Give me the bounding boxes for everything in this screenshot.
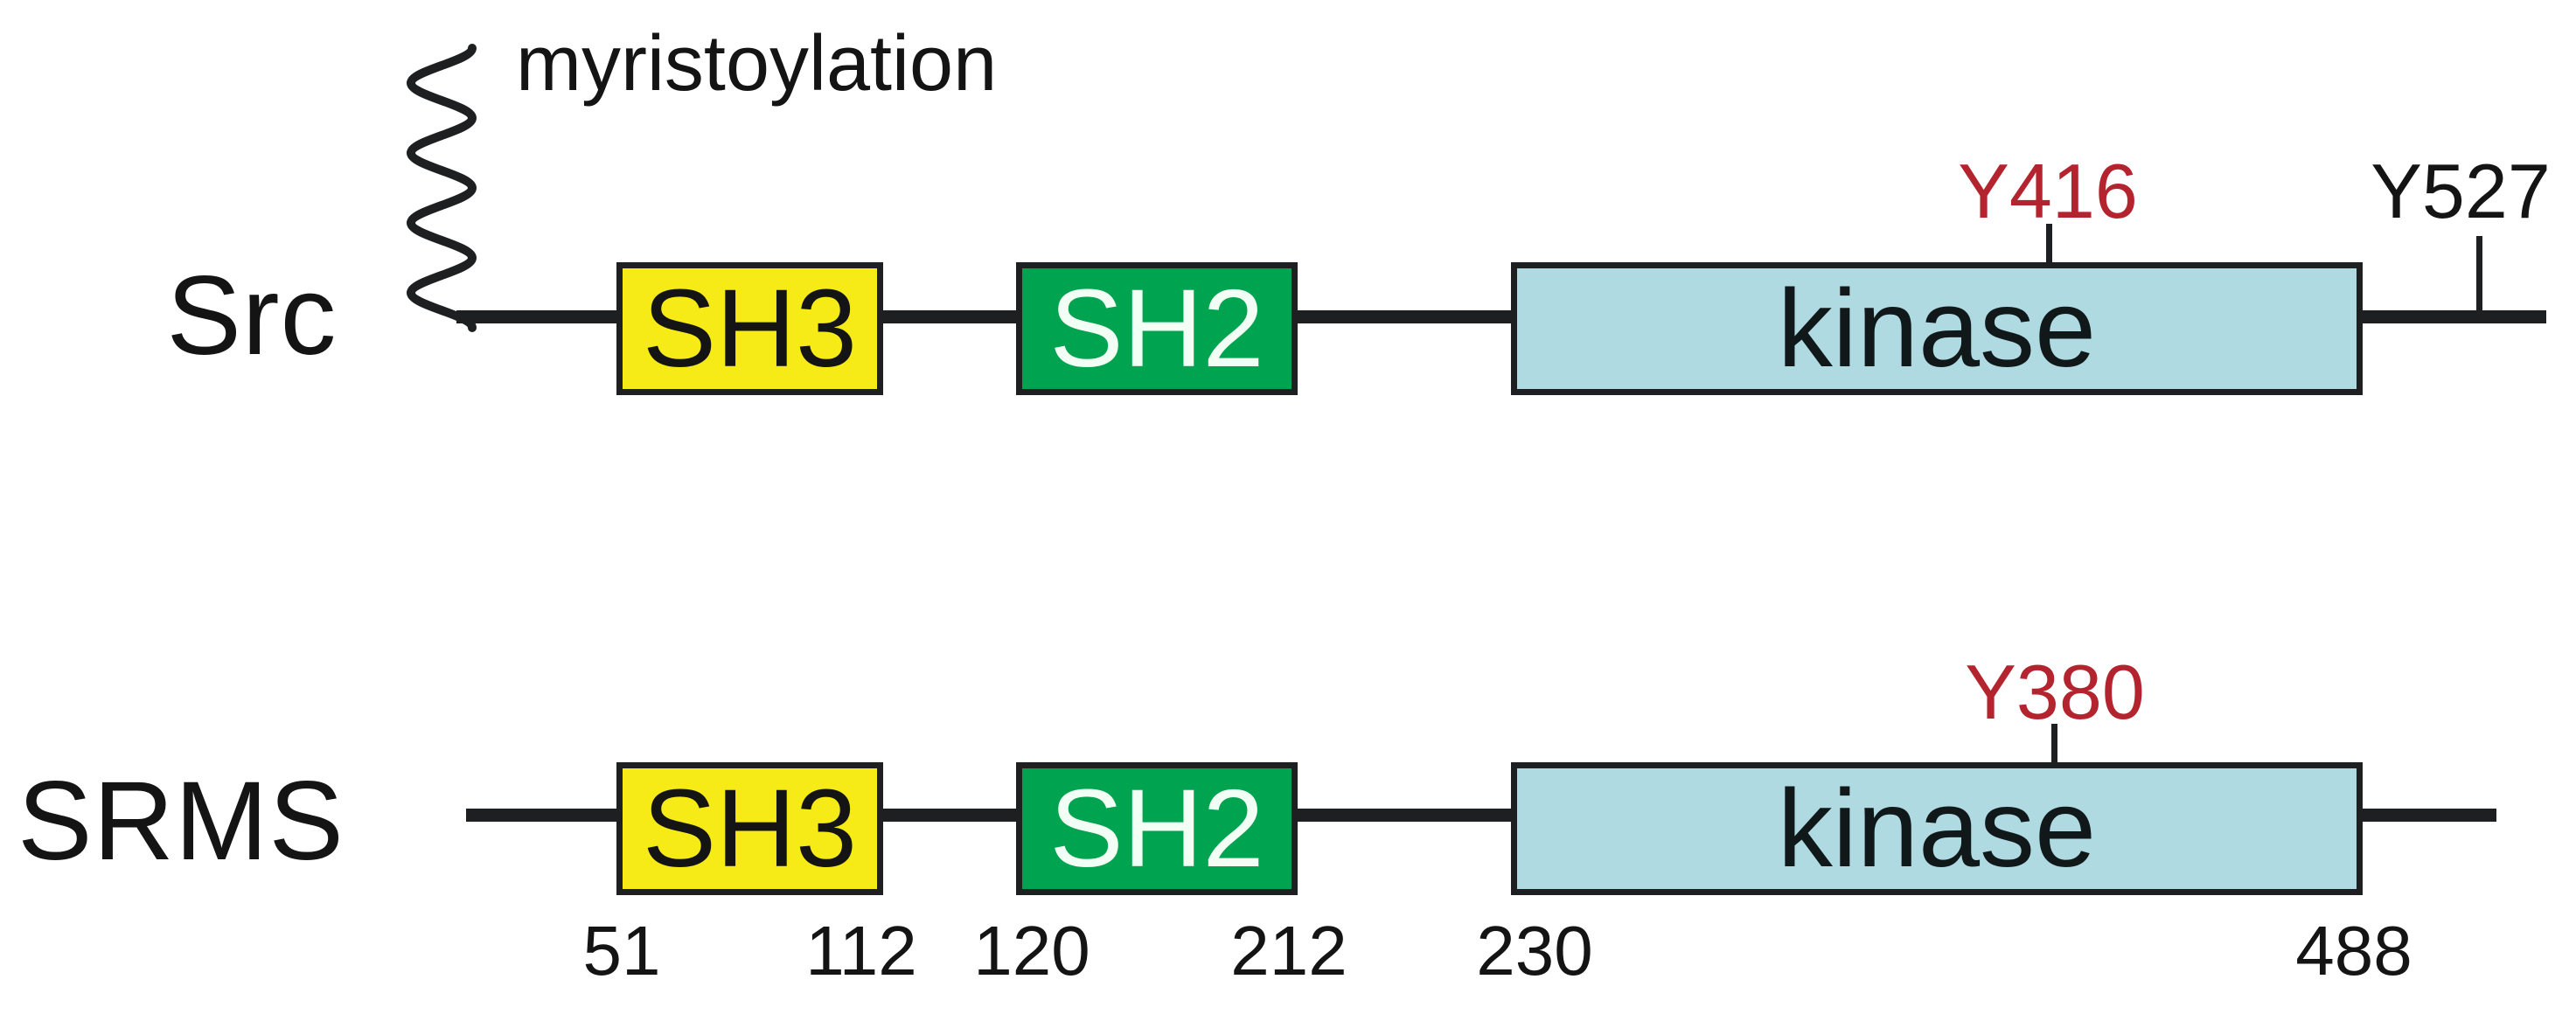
srms-sh3-domain-label: SH3 [642, 767, 858, 890]
src-phosphosite-y416-label: Y416 [1958, 148, 2138, 234]
srms-kinase-domain-box: kinase [1511, 762, 2363, 895]
myristoylation-squiggle-icon [406, 44, 477, 332]
srms-kinase-domain-label: kinase [1777, 767, 2097, 890]
srms-phosphosite-y380-tick [2051, 724, 2057, 766]
srms-residue-number-kinase-start: 230 [1476, 912, 1593, 990]
src-phosphosite-y527-label: Y527 [2371, 148, 2551, 234]
srms-residue-number-sh3-start: 51 [582, 912, 661, 990]
src-sh3-domain-box: SH3 [616, 262, 883, 395]
srms-residue-number-kinase-end: 488 [2295, 912, 2412, 990]
srms-sh2-domain-label: SH2 [1049, 767, 1264, 890]
srms-phosphosite-y380-label: Y380 [1965, 649, 2145, 735]
protein-name-srms: SRMS [17, 759, 345, 884]
srms-residue-number-sh2-end: 212 [1230, 912, 1347, 990]
src-kinase-domain-label: kinase [1777, 267, 2097, 390]
src-sh2-domain-box: SH2 [1016, 262, 1298, 395]
protein-name-src: Src [166, 254, 338, 379]
src-phosphosite-y416-tick [2046, 224, 2052, 266]
srms-residue-number-sh2-start: 120 [973, 912, 1090, 990]
src-sh3-domain-label: SH3 [642, 267, 858, 390]
src-phosphosite-y527-tick [2476, 236, 2482, 322]
srms-residue-number-sh3-end: 112 [805, 912, 917, 990]
srms-sh2-domain-box: SH2 [1016, 762, 1298, 895]
srms-sh3-domain-box: SH3 [616, 762, 883, 895]
src-sh2-domain-label: SH2 [1049, 267, 1264, 390]
src-kinase-domain-box: kinase [1511, 262, 2363, 395]
myristoylation-label: myristoylation [516, 20, 998, 108]
